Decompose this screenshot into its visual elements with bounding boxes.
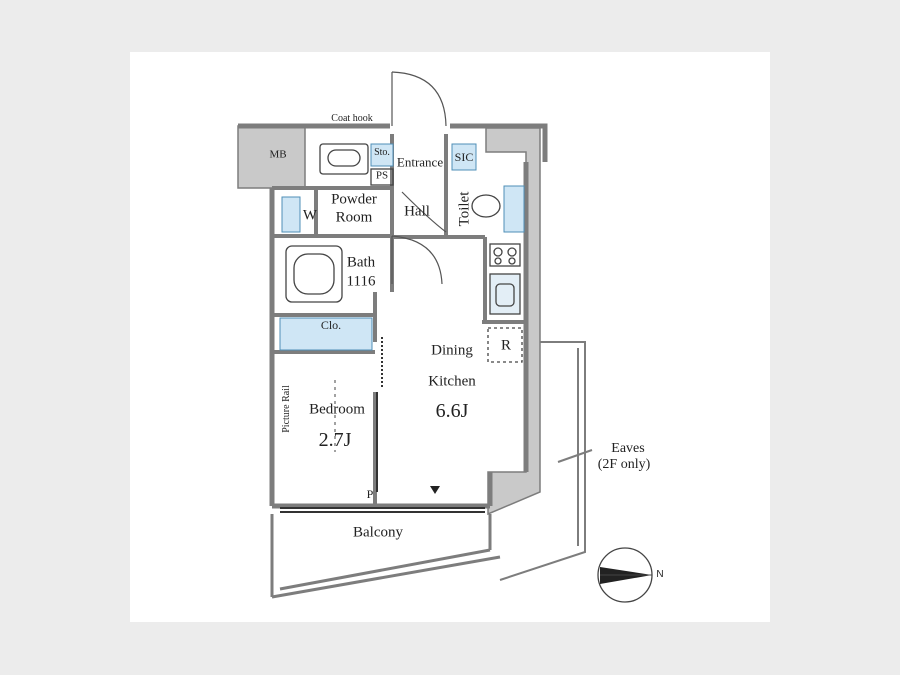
storage-zones [279,143,525,351]
bath-label-1: Bath [346,254,376,271]
dk-door-arc [391,235,443,285]
walls [238,123,548,509]
north-label: N [656,569,664,580]
hall-door-arc [401,191,447,233]
eaves-label-1: Eaves [611,441,645,456]
bathtub [285,245,343,303]
mb-label: MB [269,148,287,161]
toilet-label: Toilet [456,191,473,227]
ps-label: PS [375,169,389,182]
toilet-tank-zone [503,185,525,233]
bath-label-2: 1116 [346,273,376,290]
window-marker [430,486,440,494]
pipe-label: P [366,487,374,501]
fixtures [285,143,523,363]
toilet-bowl [471,194,501,218]
hall-label: Hall [404,203,430,220]
eaves-outline [499,341,593,581]
sic-zone [451,143,477,171]
entrance-door-arc [391,71,447,127]
dining-label-1: Dining [431,342,473,359]
coat-hook-label: Coat hook [331,113,373,124]
mb-block [237,125,306,189]
storage-label: Sto. [374,147,390,158]
storage-zone [370,143,394,167]
entrance-label: Entrance [396,154,444,170]
closet-zone [279,317,373,351]
powder-room-label-1: Powder [331,191,377,208]
powder-room-label-2: Room [335,209,373,226]
ps-box [370,168,394,186]
kitchen-sink [489,273,521,315]
refrigerator-label: R [500,337,512,354]
w-label: W [302,207,318,224]
eaves-label-2: (2F only) [597,457,651,472]
sic-label: SIC [454,150,474,164]
bedroom-label: Bedroom [309,401,365,418]
dining-size-label: 6.6J [435,400,469,422]
dining-label-2: Kitchen [428,373,476,390]
compass [597,547,653,603]
bedroom-size-label: 2.7J [318,429,352,451]
sliding-doors [280,337,485,513]
balcony-outline [270,514,501,599]
floor-plan-sheet: MB Coat hook Sto. Entrance SIC PS W Powd… [130,52,770,622]
fridge-space [487,327,523,363]
closet-label: Clo. [320,318,342,332]
powder-sink [319,143,369,175]
w-zone [281,196,301,233]
balcony-label: Balcony [353,524,403,541]
cooktop [489,243,521,267]
door-swings [391,71,447,285]
floor-plan-drawing [237,71,653,603]
interior-walls [272,134,526,506]
picture-rail-label: Picture Rail [281,385,292,433]
